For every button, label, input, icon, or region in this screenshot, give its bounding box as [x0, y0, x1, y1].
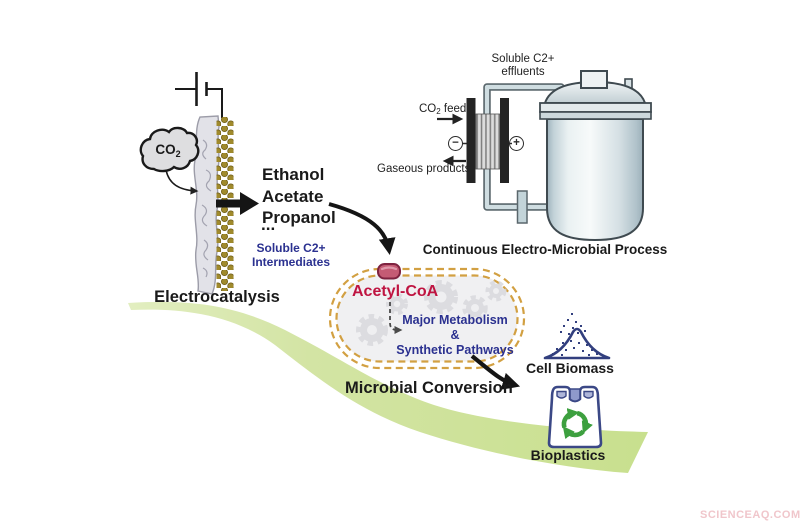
recycle-icon — [561, 408, 593, 440]
co2-feed-label: CO2 feed — [419, 103, 467, 116]
products-arrow — [216, 192, 259, 215]
bag-notch — [569, 388, 581, 403]
effluents-label: Soluble C2+ effluents — [491, 53, 555, 78]
bag-handle-hole-left — [556, 390, 567, 399]
plastic-bag-icon — [547, 385, 603, 449]
electrocatalysis-label: Electrocatalysis — [154, 288, 280, 306]
bioplastics-label: Bioplastics — [530, 447, 606, 463]
products-ellipsis: ... — [261, 215, 276, 234]
electro-microbial-process-label: Continuous Electro-Microbial Process — [422, 242, 668, 257]
cathode-sign: − — [448, 136, 463, 151]
membrane-transporter-icon — [377, 263, 401, 280]
bioreactor-tank — [539, 70, 652, 242]
pathways-label: Major Metabolism & Synthetic Pathways — [396, 313, 514, 357]
co2-cloud-label: CO2 — [155, 142, 181, 159]
microbial-conversion-label: Microbial Conversion — [345, 379, 513, 397]
cell-biomass-label: Cell Biomass — [526, 360, 614, 376]
green-swoosh — [128, 301, 648, 473]
c2-products-list: Ethanol Acetate Propanol — [262, 164, 336, 229]
intermediates-label: Soluble C2+ Intermediates — [251, 241, 331, 269]
anode-plate — [500, 98, 509, 183]
gaseous-products-label: Gaseous products — [377, 163, 471, 175]
bag-handle-hole-right — [583, 390, 594, 399]
co2-cloud — [139, 126, 200, 173]
acetyl-pathway-arrow — [389, 302, 403, 335]
cell-output-arrow — [470, 354, 521, 390]
biomass-particles — [552, 313, 598, 356]
acetyl-coa-label: Acetyl-CoA — [352, 283, 439, 300]
watermark: SCIENCEAQ.COM — [700, 509, 800, 521]
battery-icon — [175, 72, 223, 118]
metabolism-gears-icon — [356, 280, 507, 346]
cathode-plate — [466, 98, 476, 183]
product-ethanol: Ethanol — [262, 165, 325, 184]
co2-to-electrode-arrow — [165, 169, 199, 195]
biomass-pile-icon — [543, 313, 611, 360]
anode-sign: + — [509, 136, 524, 151]
to-cell-arrow — [328, 202, 396, 255]
product-acetate: Acetate — [262, 186, 324, 206]
tank-top-port — [580, 70, 608, 89]
product-propanol: Propanol — [262, 208, 336, 227]
valve — [516, 190, 528, 224]
